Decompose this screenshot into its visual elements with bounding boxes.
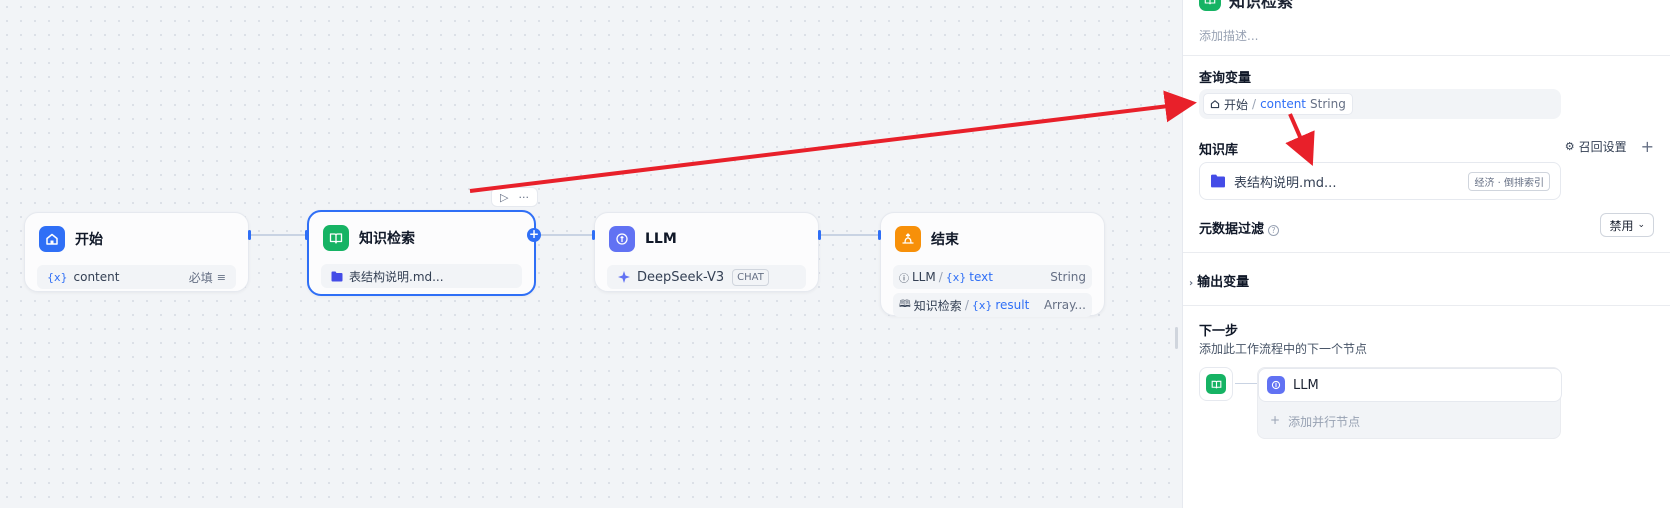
- metadata-filter-select[interactable]: 禁用 ⌄: [1600, 213, 1654, 237]
- node-start-output-port[interactable]: [248, 230, 251, 240]
- path-separator: /: [1252, 97, 1257, 111]
- next-step-container: LLM + 添加并行节点: [1257, 367, 1562, 439]
- run-node-icon[interactable]: ▷: [500, 190, 509, 204]
- recall-settings-label: 召回设置: [1578, 140, 1627, 154]
- sliders-icon: ⚙: [1564, 140, 1575, 153]
- annotation-arrow-to-query: [469, 90, 1197, 193]
- required-label: 必填: [188, 270, 213, 285]
- output-source: 知识检索: [913, 298, 962, 313]
- divider: [1183, 55, 1670, 56]
- output-type: Array...: [1043, 298, 1086, 312]
- node-llm-model: DeepSeek-V3: [637, 269, 725, 285]
- node-llm-input-port[interactable]: [592, 230, 595, 240]
- model-mode-tag: CHAT: [732, 268, 769, 286]
- output-variables-toggle[interactable]: ›输出变量: [1189, 271, 1249, 290]
- output-variables-label: 输出变量: [1197, 275, 1250, 290]
- query-variable-label: 查询变量: [1199, 71, 1252, 86]
- next-node-llm[interactable]: LLM: [1258, 368, 1562, 402]
- chevron-down-icon: ⌄: [1637, 220, 1645, 230]
- divider: [1183, 305, 1670, 306]
- add-knowledge-plus-icon[interactable]: +: [1640, 137, 1654, 156]
- add-node-plus-icon[interactable]: +: [527, 227, 541, 242]
- folder-icon: [1210, 174, 1226, 188]
- variable-icon: {x}: [47, 270, 68, 284]
- metadata-filter-text: 元数据过滤: [1199, 222, 1265, 237]
- next-step-connector: [1235, 383, 1257, 384]
- add-parallel-node-button[interactable]: + 添加并行节点: [1270, 413, 1360, 430]
- llm-small-icon: ⓘ: [899, 273, 909, 285]
- path-separator: /: [938, 270, 943, 284]
- home-icon: [1210, 99, 1220, 109]
- query-chip-type: String: [1310, 97, 1346, 111]
- next-node-name: LLM: [1293, 377, 1319, 393]
- node-end[interactable]: 结束 ⓘ LLM / {x} text String 🕮 知识检索 / {x} …: [880, 212, 1105, 317]
- next-step-description: 添加此工作流程中的下一个节点: [1199, 342, 1368, 356]
- query-chip-var: content: [1260, 97, 1307, 111]
- node-start-var-row[interactable]: {x} content 必填 ≡: [37, 265, 236, 289]
- output-var: result: [995, 298, 1030, 312]
- deepseek-logo-icon: [617, 270, 631, 284]
- folder-icon: [331, 271, 343, 282]
- node-knowledge-file-row[interactable]: 表结构说明.md...: [321, 264, 522, 288]
- knowledge-file-name: 表结构说明.md...: [1234, 175, 1337, 191]
- index-mode-tag: 经济 · 倒排索引: [1468, 171, 1550, 191]
- recall-settings-button[interactable]: ⚙ 召回设置: [1565, 138, 1627, 155]
- more-icon[interactable]: ···: [518, 190, 529, 204]
- plus-icon: +: [1270, 413, 1281, 427]
- llm-icon: [1267, 376, 1285, 394]
- book-icon: [1199, 0, 1221, 11]
- next-step-label: 下一步: [1199, 324, 1239, 339]
- divider: [1183, 252, 1670, 253]
- knowledge-base-item[interactable]: 表结构说明.md... 经济 · 倒排索引: [1199, 162, 1561, 200]
- node-start-var-name: content: [73, 270, 120, 284]
- book-icon: [323, 225, 349, 251]
- query-chip-source: 开始: [1224, 97, 1249, 112]
- node-start[interactable]: 开始 {x} content 必填 ≡: [24, 212, 249, 292]
- output-type: String: [1050, 270, 1086, 284]
- node-settings-panel: 知识检索 添加描述... 查询变量 开始 / content String 知识…: [1182, 0, 1670, 508]
- edge-llm-end: [820, 234, 880, 236]
- node-toolbar: ▷ ···: [491, 187, 538, 207]
- node-llm-output-port[interactable]: [818, 230, 821, 240]
- add-parallel-label: 添加并行节点: [1288, 415, 1361, 429]
- home-icon: [39, 226, 65, 252]
- panel-resize-handle[interactable]: [1175, 327, 1178, 349]
- node-knowledge-file: 表结构说明.md...: [349, 269, 444, 284]
- variable-icon: {x}: [945, 270, 967, 284]
- node-end-title: 结束: [931, 232, 959, 248]
- node-end-output-row[interactable]: 🕮 知识检索 / {x} result Array...: [893, 293, 1092, 317]
- panel-description-input[interactable]: 添加描述...: [1199, 29, 1259, 43]
- node-start-title: 开始: [75, 232, 103, 248]
- chevron-right-icon: ›: [1189, 278, 1194, 289]
- llm-icon: [609, 226, 635, 252]
- end-icon: [895, 226, 921, 252]
- node-llm[interactable]: LLM DeepSeek-V3 CHAT: [594, 212, 819, 292]
- node-end-input-port[interactable]: [878, 230, 881, 240]
- node-llm-title: LLM: [645, 231, 677, 247]
- metadata-filter-value: 禁用: [1609, 218, 1634, 233]
- node-knowledge-title: 知识检索: [359, 231, 415, 247]
- help-icon[interactable]: ?: [1268, 225, 1280, 236]
- node-knowledge-input-port[interactable]: [305, 230, 308, 240]
- variable-icon: {x}: [971, 298, 993, 312]
- path-separator: /: [964, 298, 969, 312]
- metadata-filter-label: 元数据过滤?: [1199, 218, 1280, 237]
- knowledge-base-label: 知识库: [1199, 143, 1239, 158]
- node-end-output-row[interactable]: ⓘ LLM / {x} text String: [893, 265, 1092, 289]
- output-source: LLM: [912, 270, 936, 284]
- text-lines-icon: ≡: [216, 270, 226, 284]
- node-knowledge[interactable]: 知识检索 表结构说明.md...: [307, 210, 536, 296]
- book-small-icon: 🕮: [899, 298, 911, 310]
- panel-title[interactable]: 知识检索: [1229, 0, 1294, 11]
- query-variable-field[interactable]: 开始 / content String: [1199, 89, 1561, 119]
- output-var: text: [969, 270, 993, 284]
- edge-knowledge-llm: [536, 234, 594, 236]
- node-llm-model-row[interactable]: DeepSeek-V3 CHAT: [607, 265, 806, 289]
- query-variable-chip[interactable]: 开始 / content String: [1203, 93, 1353, 115]
- book-icon: [1206, 374, 1226, 394]
- next-step-source-node: [1199, 367, 1233, 401]
- edge-start-knowledge: [250, 234, 308, 236]
